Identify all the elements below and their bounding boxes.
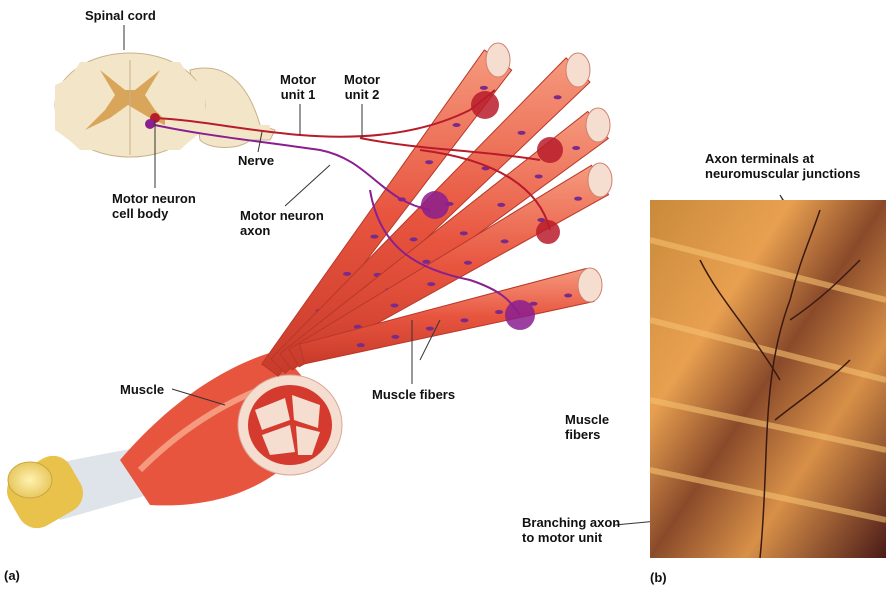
label-line: fibers — [565, 427, 601, 442]
label-nerve: Nerve — [238, 153, 275, 168]
label-line: Axon terminals at — [705, 151, 815, 166]
label-line: Motor — [280, 72, 317, 87]
label-line: neuromuscular junctions — [705, 166, 861, 181]
panel-b-label: (b) — [650, 570, 667, 585]
label-motor-neuron-cell-body: Motor neuron cell body — [112, 191, 196, 221]
motor-unit-2-axon — [145, 119, 521, 316]
label-micrograph-muscle-fibers: Muscle fibers — [565, 412, 609, 442]
label-line: unit 2 — [344, 87, 380, 102]
label-spinal-cord: Spinal cord — [85, 8, 156, 23]
label-motor-unit-1: Motor unit 1 — [280, 72, 316, 102]
muscle-fiber — [299, 267, 603, 365]
label-axon-terminals: Axon terminals at neuromuscular junction… — [705, 151, 860, 181]
spinal-cord — [54, 52, 276, 158]
label-line: to motor unit — [522, 530, 603, 545]
label-motor-unit-2: Motor unit 2 — [344, 72, 380, 102]
label-muscle: Muscle — [120, 382, 165, 397]
label-muscle-fibers: Muscle fibers — [372, 387, 456, 402]
label-branching-axon: Branching axon to motor unit — [522, 515, 620, 545]
micrograph — [649, 200, 887, 559]
panel-a-label: (a) — [4, 568, 20, 583]
label-line: Branching axon — [522, 515, 621, 530]
muscle-belly — [120, 350, 343, 506]
label-motor-neuron-axon: Motor neuron axon — [240, 208, 324, 238]
muscle-fiber — [288, 162, 613, 368]
label-line: Motor neuron — [240, 208, 324, 223]
label-line: cell body — [112, 206, 169, 221]
label-line: unit 1 — [280, 87, 316, 102]
label-line: Motor — [344, 72, 381, 87]
label-line: Muscle — [565, 412, 610, 427]
neuromuscular-junctions — [421, 91, 563, 330]
label-line: axon — [240, 223, 271, 238]
label-line: Motor neuron — [112, 191, 196, 206]
